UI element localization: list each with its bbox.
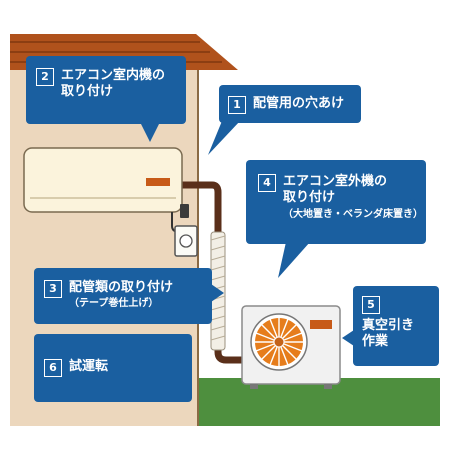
power-outlet	[174, 225, 198, 257]
step-3-number: 3	[44, 280, 62, 298]
step-4-label-line2: 取り付け	[283, 190, 336, 206]
step-5-label-line1: 真空引き	[362, 318, 415, 333]
step-4-sub: （大地置き・ベランダ床置き）	[283, 208, 423, 220]
step-2-label-line2: 取り付け	[61, 84, 114, 100]
step-4-number: 4	[258, 174, 276, 192]
indoor-ac-unit	[23, 147, 183, 213]
step-6-label: 試運転	[69, 359, 109, 374]
step-2-label-line1: エアコン室内機の	[61, 68, 166, 83]
outdoor-ac-unit	[241, 305, 341, 389]
step-6-number: 6	[44, 359, 62, 377]
step-5-callout: 5 真空引き作業	[362, 296, 414, 351]
step-3-label: 配管類の取り付け	[69, 280, 174, 295]
step-3-callout: 3 配管類の取り付け （テープ巻仕上げ）	[44, 280, 173, 311]
callout-5-shape	[342, 286, 439, 366]
step-1-label: 配管用の穴あけ	[253, 96, 345, 111]
step-4-callout: 4 エアコン室外機の取り付け （大地置き・ベランダ床置き）	[258, 174, 423, 221]
ground	[195, 378, 440, 426]
step-6-callout: 6 試運転	[44, 359, 108, 377]
callout-1-shape	[208, 85, 361, 155]
step-1-callout: 1 配管用の穴あけ	[228, 96, 344, 114]
step-5-label-line2: 作業	[362, 334, 389, 350]
step-2-callout: 2 エアコン室内機の取り付け	[36, 68, 165, 101]
step-5-number: 5	[362, 296, 380, 314]
step-3-sub: （テープ巻仕上げ）	[69, 298, 159, 310]
step-1-number: 1	[228, 96, 246, 114]
step-2-number: 2	[36, 68, 54, 86]
callout-6-shape	[34, 334, 192, 402]
step-4-label-line1: エアコン室外機の	[283, 174, 388, 189]
callout-2-shape	[26, 56, 186, 142]
callout-3-shape	[34, 268, 224, 324]
callout-4-shape	[246, 160, 426, 278]
